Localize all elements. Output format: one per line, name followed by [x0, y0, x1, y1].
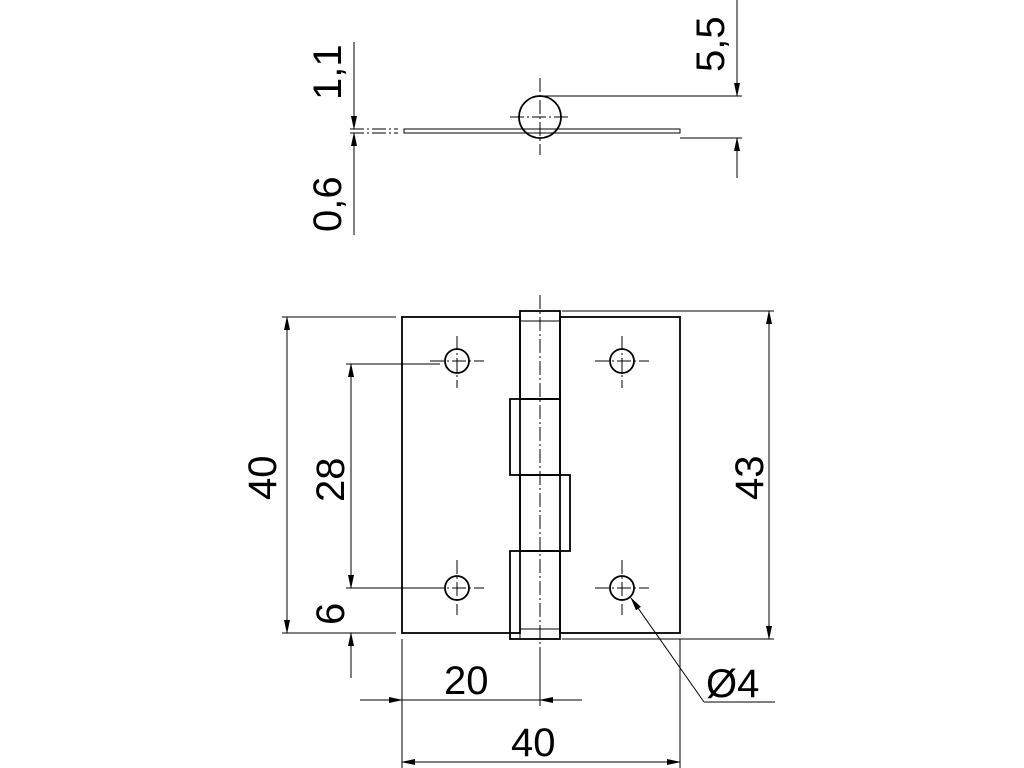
- dim-label-5-5: 5,5: [689, 16, 733, 72]
- dim-label-hole-edge: 6: [309, 603, 353, 625]
- knuckle-segment-3: [519, 474, 571, 552]
- dim-label-height: 40: [241, 456, 285, 501]
- screw-hole-bottom-right: [595, 560, 649, 615]
- leader-hole-diameter: [630, 597, 705, 703]
- right-leaf: [559, 316, 681, 634]
- dim-label-hole-diameter: Ø4: [706, 662, 759, 706]
- front-view: 40 28 6 43 20 40 Ø4: [241, 295, 775, 768]
- screw-hole-top-right: [595, 336, 649, 388]
- dim-label-half-width: 20: [444, 659, 489, 703]
- knuckle-segment-2: [509, 398, 561, 476]
- dim-label-total-width: 40: [511, 721, 556, 765]
- side-view: 0,6 1,1 5,5: [306, 0, 742, 235]
- dim-label-0-6: 0,6: [306, 176, 350, 232]
- dim-label-total-height: 43: [728, 456, 772, 501]
- dim-label-1-1: 1,1: [306, 44, 350, 100]
- dim-label-hole-spacing: 28: [309, 458, 353, 503]
- knuckle-segment-4: [509, 550, 561, 640]
- side-leaf-plate: [403, 128, 681, 134]
- screw-hole-top-left: [430, 336, 484, 388]
